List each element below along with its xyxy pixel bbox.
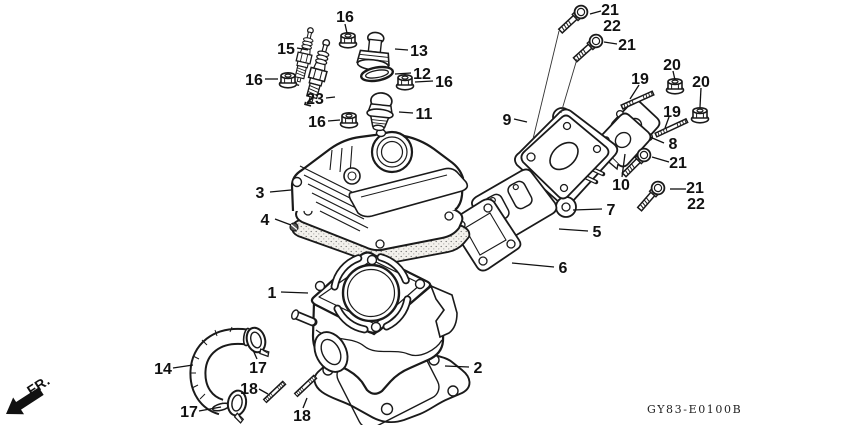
callout-17-lower[interactable]: 17	[180, 404, 198, 421]
leader-lines	[172, 10, 702, 412]
thermostat-cap-drawing	[356, 31, 390, 71]
callout-16-top[interactable]: 16	[336, 9, 354, 26]
front-direction-marker: FR.	[6, 372, 53, 415]
cylinder-head-drawing	[290, 128, 469, 252]
callout-22-top[interactable]: 22	[603, 18, 621, 35]
callout-12[interactable]: 12	[413, 66, 431, 83]
callout-3[interactable]: 3	[256, 185, 265, 202]
callout-9[interactable]: 9	[503, 112, 512, 129]
callout-21-top[interactable]: 21	[601, 2, 619, 19]
callout-2[interactable]: 2	[474, 360, 483, 377]
front-arrow-icon	[6, 387, 44, 415]
callout-6[interactable]: 6	[559, 260, 568, 277]
callout-22-lower[interactable]: 22	[687, 196, 705, 213]
reed-plate-gasket-drawing	[520, 114, 610, 200]
drawing-code: GY83-E0100B	[647, 403, 742, 416]
callout-20-lower[interactable]: 20	[692, 74, 710, 91]
callout-14[interactable]: 14	[154, 361, 172, 378]
stud-bolt-left-drawing	[262, 380, 287, 404]
callout-17-upper[interactable]: 17	[249, 360, 267, 377]
thermostat-drawing	[366, 92, 394, 132]
manifold-nut-lower-drawing	[690, 107, 710, 124]
callout-21-second[interactable]: 21	[618, 37, 636, 54]
callout-7[interactable]: 7	[607, 202, 616, 219]
reed-valve-gasket-drawing	[450, 198, 522, 272]
callout-21-lower[interactable]: 21	[686, 180, 704, 197]
callout-13[interactable]: 13	[410, 43, 428, 60]
callout-16-lower[interactable]: 16	[308, 114, 326, 131]
manifold-nut-upper-drawing	[665, 78, 685, 95]
cylinder-drawing	[290, 251, 458, 395]
o-ring-drawing	[360, 65, 394, 83]
assembly-lines	[532, 30, 578, 140]
cap-nut-left-drawing	[278, 72, 298, 89]
callout-5[interactable]: 5	[593, 224, 602, 241]
callout-20-upper[interactable]: 20	[663, 57, 681, 74]
callout-23[interactable]: 23	[306, 91, 324, 108]
callout-1[interactable]: 1	[268, 285, 277, 302]
callout-10[interactable]: 10	[612, 177, 630, 194]
flange-bolt-top-drawing	[555, 2, 591, 37]
flange-bolt-lower-drawing	[633, 178, 668, 215]
callout-18-right[interactable]: 18	[293, 408, 311, 425]
hose-clamp-upper-drawing	[242, 324, 271, 362]
flange-bolt-second-drawing	[570, 31, 606, 66]
cap-nut-top-drawing	[338, 31, 358, 49]
water-hose-drawing	[189, 326, 252, 416]
callout-8[interactable]: 8	[669, 136, 678, 153]
cap-nut-right-drawing	[395, 74, 415, 91]
stud-bolt-right-drawing	[293, 374, 318, 398]
callout-16-left[interactable]: 16	[245, 72, 263, 89]
callout-4[interactable]: 4	[261, 212, 270, 229]
callout-18-left[interactable]: 18	[240, 381, 258, 398]
callout-16-right[interactable]: 16	[435, 74, 453, 91]
callout-21-middle[interactable]: 21	[669, 155, 687, 172]
callout-11[interactable]: 11	[416, 106, 433, 123]
callout-15[interactable]: 15	[277, 41, 295, 58]
callout-19-lower[interactable]: 19	[663, 104, 681, 121]
cap-nut-lower-drawing	[339, 112, 359, 129]
callout-19-upper[interactable]: 19	[631, 71, 649, 88]
